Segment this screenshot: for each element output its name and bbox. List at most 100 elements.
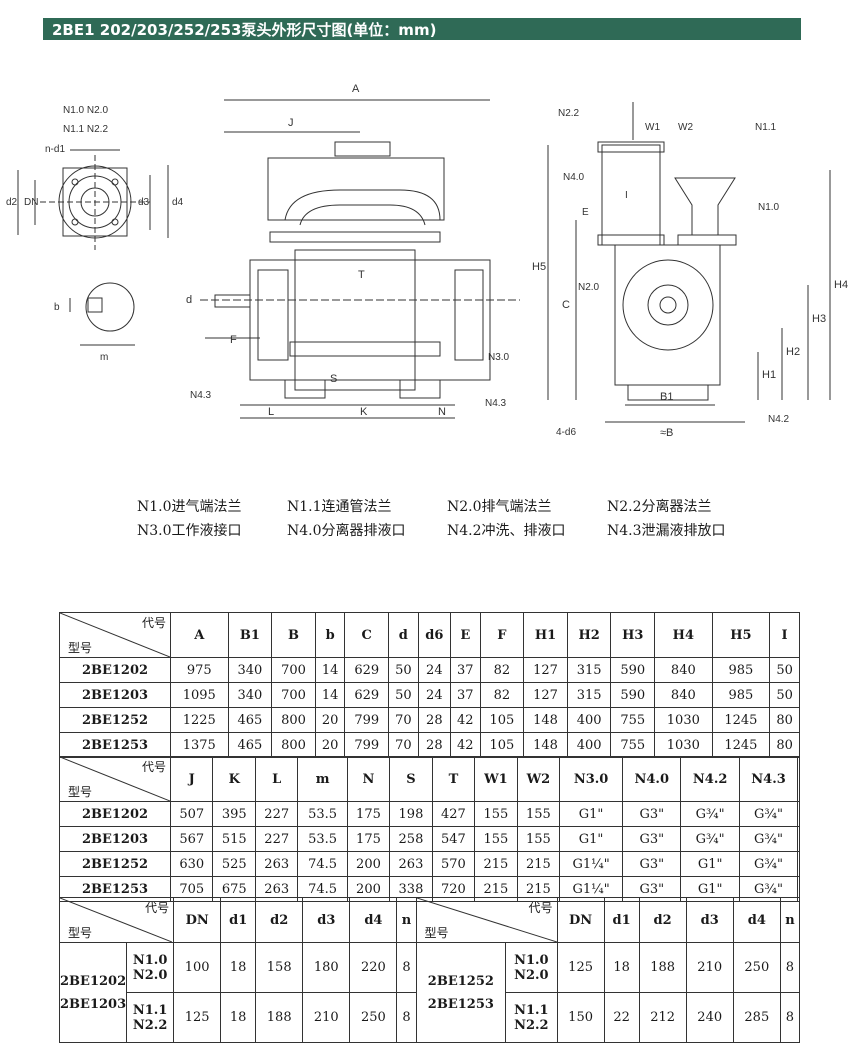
cell: 340 — [227, 682, 273, 708]
table3-code-label-right: 代号 — [528, 901, 553, 915]
cell: 188 — [255, 992, 304, 1043]
legend-item: N3.0工作液接口 — [137, 523, 242, 539]
cell: 315 — [566, 682, 612, 708]
table3-code-label: 代号 — [145, 901, 170, 915]
table3-header: d1 — [603, 897, 640, 943]
flange-cell: N1.1 N2.2 — [126, 992, 175, 1043]
label-t: T — [358, 269, 365, 281]
flange-view — [17, 149, 169, 250]
cell: 155 — [474, 826, 518, 852]
cell: G1" — [559, 801, 624, 827]
table3-model-label-right: 型号 — [424, 926, 449, 940]
cell: 840 — [654, 657, 713, 683]
label-e: E — [582, 207, 589, 218]
cell: 53.5 — [297, 826, 348, 852]
right-model-a: 2BE1252 — [427, 973, 494, 989]
cell: 50 — [769, 657, 800, 683]
cell: 227 — [254, 801, 299, 827]
cell: 20 — [314, 707, 346, 733]
cell: 985 — [711, 657, 771, 683]
table3-header: d2 — [255, 897, 304, 943]
label-s: S — [330, 373, 337, 385]
flange-code: N2.0 — [132, 967, 168, 983]
cell: 100 — [173, 942, 222, 993]
cell: 212 — [638, 992, 687, 1043]
table1-header: B — [271, 612, 316, 658]
cell: 148 — [523, 732, 568, 758]
cell: 590 — [610, 657, 656, 683]
cell: 215 — [474, 851, 518, 877]
cell: 799 — [344, 732, 390, 758]
flange-code: N2.2 — [132, 1017, 168, 1033]
label-k: K — [360, 406, 368, 418]
cell: 258 — [389, 826, 433, 852]
table3-header: d1 — [220, 897, 257, 943]
table1-header: H5 — [711, 612, 771, 658]
cell: 1030 — [654, 732, 713, 758]
table1-header: d6 — [417, 612, 451, 658]
label-h3: H3 — [812, 313, 826, 325]
cell: 125 — [556, 942, 605, 993]
table1-header: E — [449, 612, 481, 658]
label-n40: N4.0 — [563, 172, 585, 183]
cell — [797, 851, 800, 877]
row-model: 2BE1203 — [59, 826, 171, 852]
cell: 840 — [654, 682, 713, 708]
cell: 465 — [227, 732, 273, 758]
row-model: 2BE1252 — [59, 851, 171, 877]
table3-header: DN — [173, 897, 222, 943]
cell: 285 — [732, 992, 781, 1043]
label-n-d1: n-d1 — [45, 144, 65, 155]
flange-code: N2.2 — [514, 1017, 549, 1033]
page-title: 2BE1 202/203/252/253泵头外形尺寸图(单位：mm) — [52, 21, 437, 39]
row-model: 2BE1202 — [59, 801, 171, 827]
label-a: A — [352, 83, 360, 95]
cell: 28 — [417, 732, 451, 758]
table2-header: K — [212, 756, 256, 802]
cell: 629 — [344, 682, 390, 708]
cell: 80 — [769, 707, 800, 733]
cell: 18 — [220, 942, 257, 993]
cell: 525 — [212, 851, 256, 877]
table1-corner: 代号 型号 — [59, 612, 171, 658]
label-m: m — [100, 352, 108, 363]
table1-header: b — [314, 612, 346, 658]
cell: 515 — [212, 826, 256, 852]
cell: 800 — [271, 707, 316, 733]
label-w1: W1 — [645, 122, 660, 133]
dimension-table-1: 代号 型号 A B1 B b C d d6 E F H1 H2 H3 H4 H5… — [59, 612, 800, 758]
row-model: 2BE1253 — [59, 732, 171, 758]
cell: 42 — [449, 732, 481, 758]
table2-header: S — [389, 756, 433, 802]
cell: 82 — [479, 657, 525, 683]
table2-header: m — [297, 756, 348, 802]
table1-header: I — [769, 612, 800, 658]
flange-code: N1.1 — [514, 1002, 549, 1018]
label-n30: N3.0 — [488, 352, 510, 363]
cell: 427 — [431, 801, 476, 827]
label-n22: N2.2 — [558, 108, 580, 119]
table2-header: N4.3 — [738, 756, 799, 802]
cell: 155 — [474, 801, 518, 827]
cell: 175 — [346, 801, 391, 827]
table1-header: H1 — [523, 612, 568, 658]
table2-header: N4.0 — [622, 756, 682, 802]
cell: 24 — [417, 657, 451, 683]
table1-code-label: 代号 — [141, 616, 166, 630]
table3-header: d4 — [349, 897, 398, 943]
cell: 14 — [314, 682, 346, 708]
table3-header: d2 — [638, 897, 687, 943]
table2-header: W2 — [516, 756, 561, 802]
label-dn: DN — [24, 197, 38, 208]
label-n10: N1.0 — [758, 202, 780, 213]
flange-cell: N1.0 N2.0 — [505, 942, 558, 993]
right-model-b: 2BE1253 — [427, 996, 494, 1012]
table1-header: d — [388, 612, 419, 658]
cell: 400 — [566, 707, 612, 733]
flange-code: N1.0 — [514, 952, 549, 968]
cell: 198 — [389, 801, 433, 827]
table2-code-label: 代号 — [141, 760, 166, 774]
